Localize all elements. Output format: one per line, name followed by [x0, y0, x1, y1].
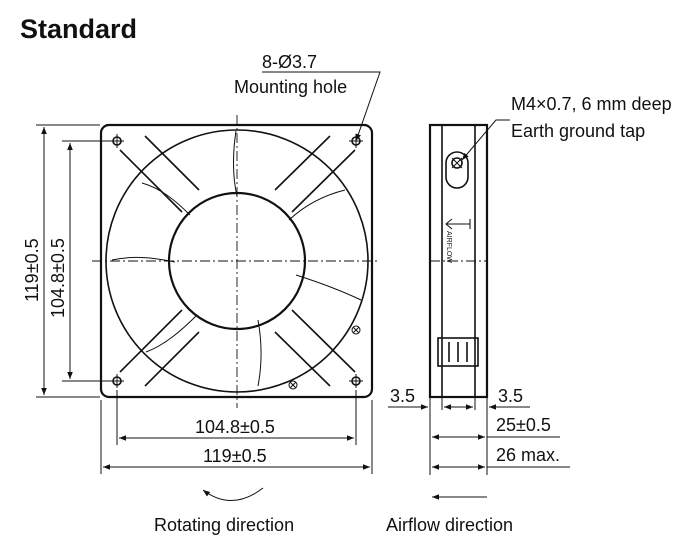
- ground-tap-leader: [461, 119, 510, 161]
- side-airflow-mark: AIRFLOW: [445, 231, 452, 263]
- strut-bottom-left: [119, 309, 200, 387]
- hole-crosshairs: [110, 134, 363, 388]
- depth-label: 25±0.5: [496, 415, 551, 435]
- screws: [288, 325, 361, 390]
- horizontal-dimensions: [100, 390, 373, 474]
- side-airflow-arrow: [445, 218, 471, 230]
- ground-tap-slot: [445, 151, 469, 189]
- mounting-hole-leader: [262, 71, 381, 142]
- outer-height-label: 119±0.5: [22, 238, 42, 302]
- airflow-direction-label: Airflow direction: [386, 515, 513, 535]
- side-view: [428, 123, 489, 399]
- side-dimensions: [388, 397, 570, 475]
- mounting-hole-spec: 8-Ø3.7: [262, 52, 317, 72]
- vertical-dimensions: [36, 124, 110, 398]
- strut-bottom-right: [274, 309, 356, 387]
- flange-left-label: 3.5: [390, 386, 415, 406]
- hole-pitch-v-label: 104.8±0.5: [48, 238, 68, 318]
- depth-max-label: 26 max.: [496, 445, 560, 465]
- fan-blades: [111, 130, 362, 387]
- page-title: Standard: [20, 14, 137, 44]
- front-view: [92, 115, 380, 408]
- flange-right-label: 3.5: [498, 386, 523, 406]
- rotating-direction-label: Rotating direction: [154, 515, 294, 535]
- strut-top-right: [274, 135, 356, 213]
- strut-top-left: [119, 135, 200, 213]
- mounting-hole-label: Mounting hole: [234, 77, 347, 97]
- hole-pitch-h-label: 104.8±0.5: [195, 417, 275, 437]
- connector: [437, 337, 479, 367]
- rotating-direction-arrow: [202, 487, 264, 501]
- ground-tap-label: Earth ground tap: [511, 121, 645, 141]
- ground-tap-spec: M4×0.7, 6 mm deep: [511, 94, 672, 114]
- outer-width-label: 119±0.5: [203, 446, 267, 466]
